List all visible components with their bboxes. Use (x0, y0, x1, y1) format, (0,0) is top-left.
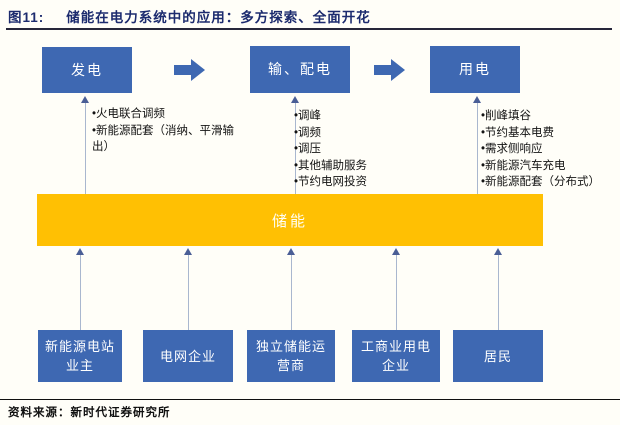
bullet-item: •需求侧响应 (481, 143, 543, 155)
up-arrow-connector-icon (494, 248, 502, 330)
node-industrial-commercial-user: 工商业用电企业 (352, 330, 440, 382)
bullet-item: •节约电网投资 (294, 176, 368, 188)
node-grid-company: 电网企业 (143, 330, 233, 382)
node-generation: 发电 (42, 47, 132, 93)
node-new-energy-plant-owner: 新能源电站业主 (38, 330, 122, 382)
bullet-item: •调峰 (294, 110, 322, 122)
source-note: 资料来源：新时代证券研究所 (8, 407, 171, 419)
bullet-list-consumption: •削峰填谷 •节约基本电费 •需求侧响应 •新能源汽车充电 •新能源配套（分布式… (481, 108, 619, 191)
bullet-item: •其他辅助服务 (294, 159, 368, 172)
figure-title-text: 储能在电力系统中的应用：多方探索、全面开花 (66, 10, 371, 25)
node-transmission-distribution: 输、配电 (250, 46, 350, 93)
node-residents: 居民 (453, 330, 543, 382)
node-consumption: 用电 (430, 46, 520, 93)
up-arrow-connector-icon (76, 248, 84, 330)
flow-arrow-icon (174, 59, 206, 81)
figure-number: 图11: (8, 10, 45, 25)
footer-divider (0, 399, 620, 400)
up-arrow-connector-icon (473, 96, 481, 194)
bullet-item: •新能源配套（分布式） (481, 176, 601, 188)
bullet-list-generation: •火电联合调频 •新能源配套（消纳、平滑输出） (92, 106, 250, 156)
bullet-item: •削峰填谷 (481, 110, 532, 122)
bullet-item: •节约基本电费 (481, 126, 555, 139)
node-independent-storage-operator: 独立储能运营商 (247, 330, 335, 382)
flow-arrow-icon (374, 59, 406, 81)
up-arrow-connector-icon (291, 96, 299, 194)
bullet-list-grid: •调峰 •调频 •调压 •其他辅助服务 •节约电网投资 (294, 108, 414, 191)
storage-bar: 储能 (37, 194, 543, 246)
up-arrow-connector-icon (81, 96, 89, 194)
bullet-item: •新能源配套（消纳、平滑输出） (92, 124, 235, 154)
bullet-item: •调频 (294, 126, 322, 139)
up-arrow-connector-icon (184, 248, 192, 330)
bullet-item: •火电联合调频 (92, 108, 166, 120)
up-arrow-connector-icon (287, 248, 295, 330)
up-arrow-connector-icon (392, 248, 400, 330)
bullet-item: •新能源汽车充电 (481, 159, 566, 172)
figure-title: 图11: 储能在电力系统中的应用：多方探索、全面开花 (8, 6, 612, 26)
bullet-item: •调压 (294, 143, 322, 155)
title-underline (6, 28, 612, 30)
